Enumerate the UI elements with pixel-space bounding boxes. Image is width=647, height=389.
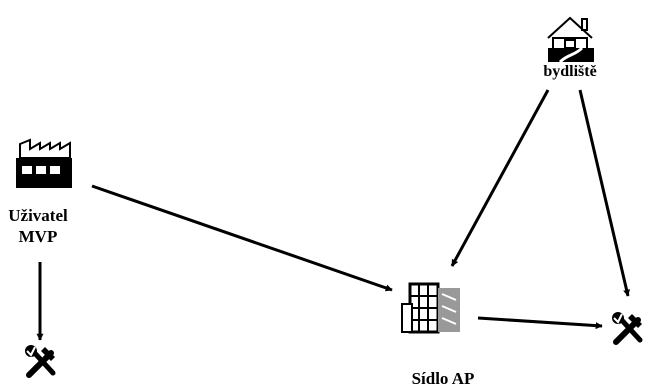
user-mvp-label: Uživatel MVP — [0, 205, 76, 248]
home-label: bydliště — [543, 63, 597, 80]
tools-icon-left — [25, 345, 56, 378]
user-label-line1: Uživatel — [8, 206, 68, 225]
arrow-user-to-sidlo — [91, 184, 393, 292]
house-icon — [547, 16, 594, 64]
tools-icon-right — [612, 312, 643, 345]
sidlo-label: Sídlo AP — [411, 369, 475, 388]
arrow-home-to-tools — [578, 89, 630, 297]
office-building-icon — [401, 282, 460, 334]
arrow-sidlo-to-tools — [477, 316, 603, 330]
arrow-home-to-sidlo — [450, 89, 550, 267]
user-label-line2: MVP — [18, 227, 58, 247]
factory-icon — [16, 138, 72, 188]
